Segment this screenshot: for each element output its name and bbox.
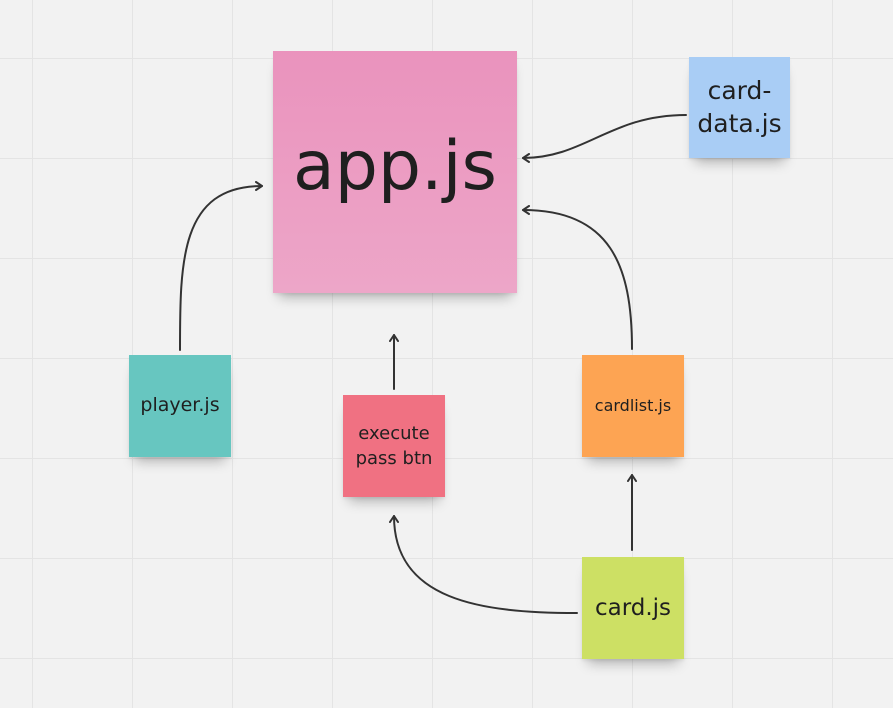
sticky-note-cardlist-js[interactable]: cardlist.js (582, 355, 684, 457)
connector-cardlist-to-app[interactable] (522, 205, 633, 350)
sticky-note-label: card.js (594, 594, 672, 621)
sticky-note-label: player.js (140, 394, 220, 417)
sticky-note-label: app.js (293, 127, 497, 206)
connector-card-data-to-app[interactable] (522, 114, 687, 163)
connector-card-to-execute[interactable] (389, 515, 578, 614)
connector-player-to-app[interactable] (179, 181, 263, 351)
sticky-note-label: cardlist.js (594, 396, 672, 415)
sticky-note-app-js[interactable]: app.js (273, 51, 517, 293)
sticky-note-card-data-js[interactable]: card- data.js (689, 57, 790, 158)
sticky-note-label: card- data.js (697, 76, 782, 138)
sticky-note-execute-pass-btn[interactable]: execute pass btn (343, 395, 445, 497)
sticky-note-card-js[interactable]: card.js (582, 557, 684, 659)
sticky-note-player-js[interactable]: player.js (129, 355, 231, 457)
sticky-note-label: execute pass btn (355, 422, 433, 469)
